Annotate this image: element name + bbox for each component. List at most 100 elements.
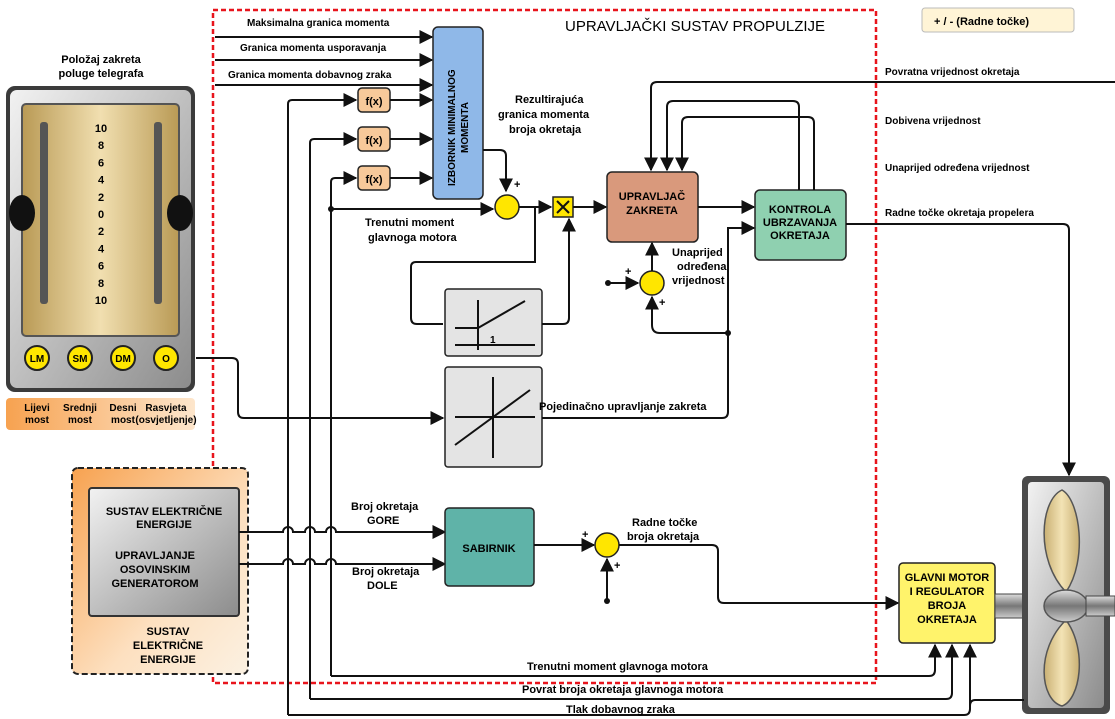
telegraph-scale-mark: 4 <box>98 243 105 255</box>
telegraph-button-label: most <box>68 415 93 426</box>
rpm-down-1: Broj okretaja <box>352 566 420 578</box>
bottom-signal-rpm-return: Povrat broja okretaja glavnoga motora <box>522 684 724 696</box>
telegraph-button-label: Lijevi <box>24 403 50 414</box>
telegraph-button-bar <box>6 398 195 430</box>
propeller <box>1022 476 1115 714</box>
signal-feedback: Povratna vrijednost okretaja <box>885 67 1020 78</box>
svg-text:OSOVINSKIM: OSOVINSKIM <box>120 564 190 576</box>
fx-block-3: f(x) <box>357 165 391 191</box>
resultant-limit-3: broja okretaja <box>509 124 582 136</box>
svg-text:SM: SM <box>73 354 88 365</box>
svg-text:LM: LM <box>30 354 44 365</box>
feedforward-2: određena <box>677 261 727 273</box>
signal-obtained: Dobivena vrijednost <box>885 116 981 127</box>
telegraph-button-dm[interactable]: DM <box>110 345 136 371</box>
telegraph-scale-mark: 6 <box>98 157 104 169</box>
operating-points-hint-text: + / - (Radne točke) <box>934 16 1029 28</box>
telegraph-lever-left[interactable] <box>9 195 35 231</box>
svg-text:GLAVNI MOTOR: GLAVNI MOTOR <box>905 572 990 584</box>
svg-text:+: + <box>514 179 520 191</box>
power-system-outer: SUSTAV ELEKTRIČNE ENERGIJE UPRAVLJANJE O… <box>71 467 249 675</box>
telegraph-scale-mark: 2 <box>98 192 104 204</box>
feedforward-3: vrijednost <box>672 275 725 287</box>
svg-text:GENERATOROM: GENERATOROM <box>112 578 199 590</box>
svg-text:SUSTAV: SUSTAV <box>147 626 191 638</box>
telegraph-button-label: most <box>111 415 136 426</box>
rpm-up-2: GORE <box>367 515 399 527</box>
summer-block: SABIRNIK <box>444 507 535 587</box>
svg-text:MOMENTA: MOMENTA <box>460 102 471 153</box>
feedforward-sum-junction <box>639 270 665 296</box>
telegraph-lever-track-left <box>40 122 48 304</box>
telegraph-scale-mark: 2 <box>98 226 104 238</box>
svg-text:ZAKRETA: ZAKRETA <box>626 205 678 217</box>
current-torque-1: Trenutni moment <box>365 217 455 229</box>
torque-sum-junction <box>494 194 520 220</box>
svg-text:IZBORNIK MINIMALNOG: IZBORNIK MINIMALNOG <box>447 69 458 186</box>
telegraph-button-label: Desni <box>109 403 136 414</box>
svg-text:f(x): f(x) <box>365 135 382 147</box>
signal-preset: Unaprijed određena vrijednost <box>885 163 1030 174</box>
svg-text:ENERGIJE: ENERGIJE <box>140 654 196 666</box>
svg-text:UBRZAVANJA: UBRZAVANJA <box>763 217 837 229</box>
telegraph-lever-right[interactable] <box>167 195 193 231</box>
pitch-controller: UPRAVLJAČ ZAKRETA <box>606 171 699 243</box>
svg-text:O: O <box>162 354 170 365</box>
svg-text:ELEKTRIČNE: ELEKTRIČNE <box>133 639 203 652</box>
svg-text:UPRAVLJANJE: UPRAVLJANJE <box>115 550 195 562</box>
telegraph-button-label: most <box>25 415 50 426</box>
telegraph-button-o[interactable]: O <box>153 345 179 371</box>
acceleration-control: KONTROLA UBRZAVANJA OKRETAJA <box>754 189 847 261</box>
telegraph-button-lm[interactable]: LM <box>24 345 50 371</box>
svg-text:SUSTAV ELEKTRIČNE: SUSTAV ELEKTRIČNE <box>106 505 222 518</box>
svg-text:SABIRNIK: SABIRNIK <box>462 543 515 555</box>
svg-text:+: + <box>582 529 588 541</box>
control-system-title: UPRAVLJAČKI SUSTAV PROPULZIJE <box>565 18 825 35</box>
rpm-sum-junction <box>594 532 620 558</box>
telegraph-button-label: Srednji <box>63 403 97 414</box>
telegraph-caption-2: poluge telegrafa <box>59 68 145 80</box>
svg-text:+: + <box>659 297 665 309</box>
rpm-down-2: DOLE <box>367 580 398 592</box>
feedforward-1: Unaprijed <box>672 247 723 259</box>
telegraph-scale-mark: 4 <box>98 175 105 187</box>
svg-text:KONTROLA: KONTROLA <box>769 204 831 216</box>
bottom-signal-scav-pressure: Tlak dobavnog zraka <box>566 704 676 716</box>
svg-text:1: 1 <box>490 335 496 346</box>
input-scav-air-torque: Granica momenta dobavnog zraka <box>228 70 392 81</box>
telegraph-scale-mark: 6 <box>98 261 104 273</box>
svg-text:ENERGIJE: ENERGIJE <box>136 519 192 531</box>
signal-prop-setpoints: Radne točke okretaja propelera <box>885 208 1034 219</box>
telegraph-scale-mark: 0 <box>98 209 104 221</box>
input-decel-torque: Granica momenta usporavanja <box>240 43 387 54</box>
telegraph-button-sm[interactable]: SM <box>67 345 93 371</box>
rpm-up-1: Broj okretaja <box>351 501 419 513</box>
min-torque-selector: IZBORNIK MINIMALNOG MOMENTA <box>432 26 484 200</box>
operating-points-hint <box>921 7 1075 33</box>
telegraph-scale-mark: 10 <box>95 295 107 307</box>
svg-text:BROJA: BROJA <box>928 600 967 612</box>
telegraph-lever-track-right <box>154 122 162 304</box>
individual-pitch-block <box>444 366 543 468</box>
telegraph-scale-mark: 10 <box>95 123 107 135</box>
individual-pitch-label: Pojedinačno upravljanje zakreta <box>539 401 707 413</box>
rpm-setpoints-1: Radne točke <box>632 517 697 529</box>
fx-block-2: f(x) <box>357 126 391 152</box>
resultant-limit-2: granica momenta <box>498 109 590 121</box>
fx-block-1: f(x) <box>357 87 391 113</box>
rpm-setpoints-2: broja okretaja <box>627 531 700 543</box>
multiplier-junction <box>552 196 574 218</box>
svg-text:I REGULATOR: I REGULATOR <box>910 586 985 598</box>
svg-text:+: + <box>614 560 620 572</box>
svg-text:DM: DM <box>115 354 131 365</box>
svg-text:UPRAVLJAČ: UPRAVLJAČ <box>619 190 685 203</box>
svg-text:OKRETAJA: OKRETAJA <box>770 230 830 242</box>
current-torque-2: glavnoga motora <box>368 232 458 244</box>
telegraph-scale-mark: 8 <box>98 140 104 152</box>
bottom-signal-torque: Trenutni moment glavnoga motora <box>527 661 709 673</box>
svg-text:OKRETAJA: OKRETAJA <box>917 614 977 626</box>
resultant-limit-1: Rezultirajuća <box>515 94 584 106</box>
svg-text:f(x): f(x) <box>365 174 382 186</box>
